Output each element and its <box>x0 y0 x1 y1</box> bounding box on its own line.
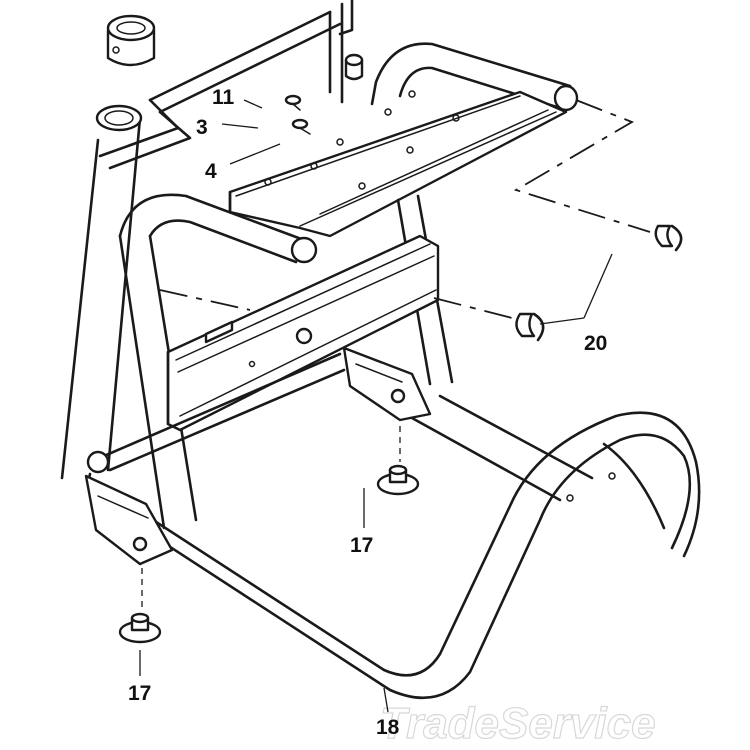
clip-20-lower <box>515 312 545 342</box>
foot-17-center <box>376 426 420 496</box>
callout-17-bottom: 17 <box>128 682 151 705</box>
watermark-text: TradeService <box>380 699 656 748</box>
callout-3: 3 <box>196 116 208 139</box>
top-plate <box>228 90 568 238</box>
rear-foot-bracket <box>342 346 432 422</box>
front-foot-bracket <box>84 474 174 566</box>
back-handle-tube <box>370 42 579 112</box>
handle-cap <box>106 14 156 67</box>
screw-11 <box>284 94 302 111</box>
callout-18: 18 <box>376 716 400 739</box>
cross-bar <box>166 234 440 432</box>
screw-3 <box>291 118 311 135</box>
callout-11: 11 <box>212 86 235 109</box>
clip-20-upper <box>654 224 683 252</box>
callout-17-center: 17 <box>350 534 373 557</box>
callout-4: 4 <box>205 160 217 183</box>
foot-17-bottom <box>118 568 162 644</box>
leader-lines <box>139 99 613 713</box>
callout-20: 20 <box>584 332 607 355</box>
explode-lines <box>159 99 651 321</box>
wire-bracket <box>98 0 364 170</box>
handle-post <box>60 104 143 480</box>
